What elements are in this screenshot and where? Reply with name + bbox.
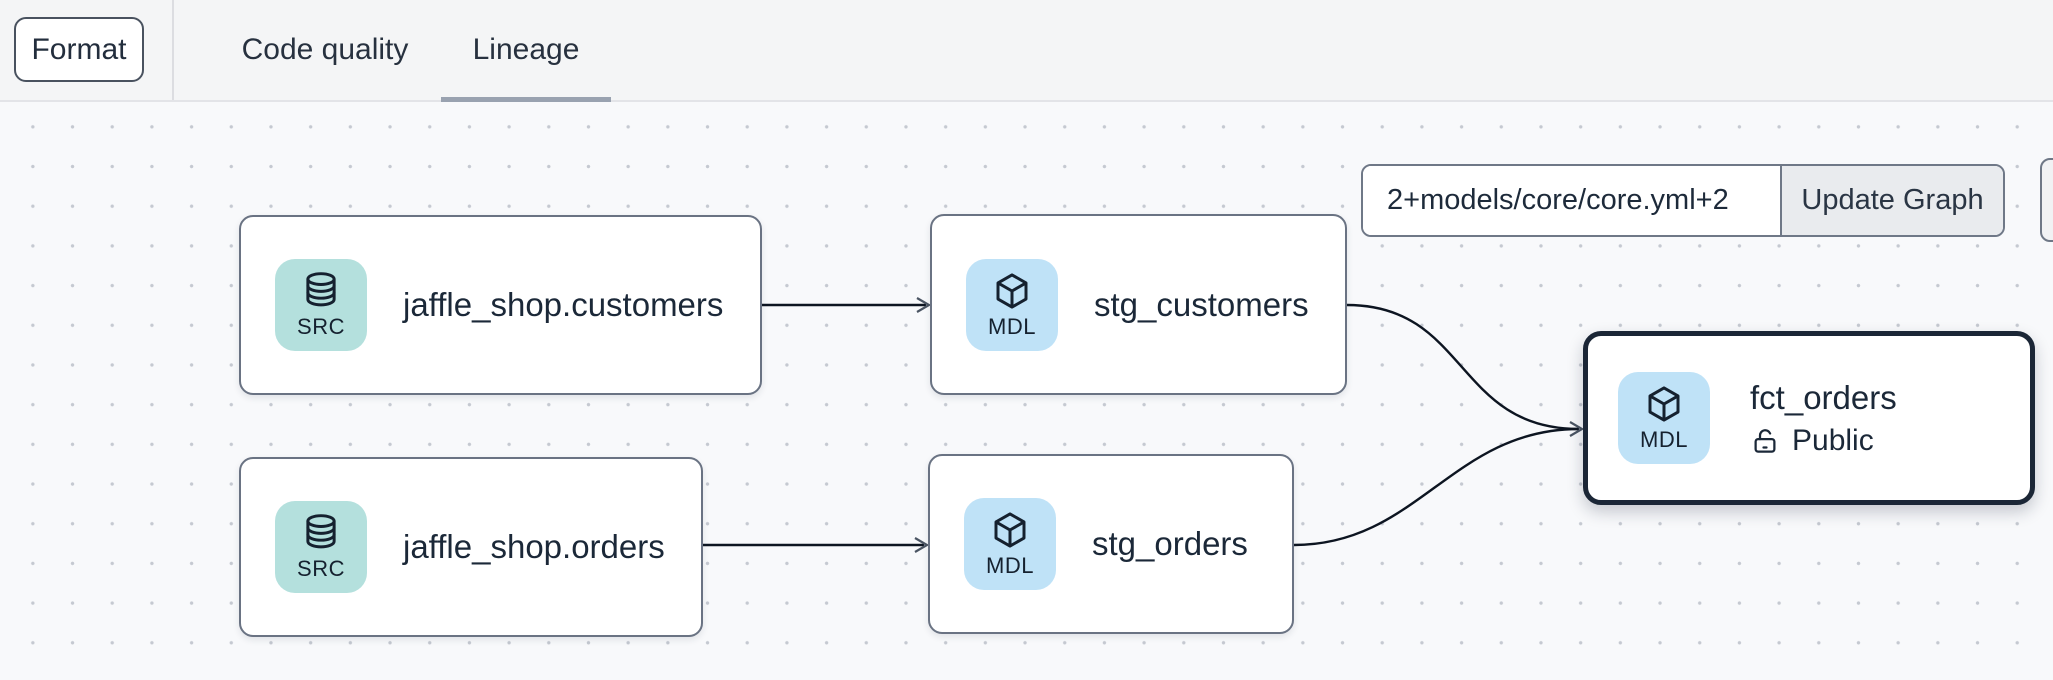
lock-open-icon — [1754, 428, 1776, 453]
clipped-right-edge-button[interactable] — [2040, 158, 2053, 242]
access-label: Public — [1792, 423, 1874, 457]
editor-header-bar: Format Code quality Lineage — [0, 0, 2053, 102]
badge-label: SRC — [297, 556, 345, 581]
tab-lineage-label: Lineage — [472, 33, 580, 66]
badge-label: MDL — [1640, 427, 1688, 452]
badge-label: SRC — [297, 314, 345, 339]
badge-label: MDL — [988, 313, 1036, 339]
edge-stgorders-to-fct — [1293, 427, 1580, 547]
tab-lineage[interactable]: Lineage — [441, 0, 611, 102]
node-label: jaffle_shop.customers — [403, 286, 724, 323]
badge-label: MDL — [986, 553, 1034, 578]
node-label: stg_orders — [1092, 525, 1248, 562]
tab-code-quality[interactable]: Code quality — [230, 0, 420, 100]
format-button[interactable]: Format — [14, 17, 144, 82]
node-label: stg_customers — [1094, 285, 1309, 323]
model-cube-icon — [1648, 386, 1680, 422]
lineage-node-jaffle-shop-customers[interactable]: SRC jaffle_shop.customers — [239, 215, 762, 395]
edge-stgcustomers-to-fct — [1346, 303, 1580, 431]
model-badge: MDL — [964, 498, 1056, 590]
lineage-node-jaffle-shop-orders[interactable]: SRC jaffle_shop.orders — [239, 457, 703, 637]
node-label: jaffle_shop.orders — [403, 528, 665, 565]
arrowhead-icon — [914, 537, 930, 553]
model-badge: MDL — [1618, 372, 1710, 464]
arrowhead-icon — [916, 297, 932, 313]
database-icon — [306, 514, 336, 549]
lineage-edges — [703, 297, 1585, 553]
active-tab-underline — [441, 97, 611, 102]
model-badge: MDL — [966, 258, 1058, 351]
lineage-node-stg-orders[interactable]: MDL stg_orders — [928, 454, 1294, 634]
lineage-node-stg-customers[interactable]: MDL stg_customers — [930, 214, 1347, 395]
model-cube-icon — [994, 512, 1026, 548]
tab-code-quality-label: Code quality — [241, 33, 409, 66]
header-divider — [172, 0, 174, 100]
node-text-column: fct_orders Public — [1750, 379, 1897, 458]
lineage-canvas[interactable]: SRC jaffle_shop.customers MDL stg_custom… — [0, 102, 2053, 680]
node-label: fct_orders — [1750, 378, 1897, 416]
source-badge: SRC — [275, 501, 367, 593]
update-graph-button[interactable]: Update Graph — [1780, 166, 2003, 235]
lineage-selector-group: Update Graph — [1361, 164, 2005, 237]
lineage-node-fct-orders[interactable]: MDL fct_orders Public — [1583, 331, 2035, 505]
database-icon — [306, 272, 336, 307]
access-row: Public — [1750, 424, 1897, 458]
arrowhead-icon — [1569, 421, 1585, 437]
model-cube-icon — [996, 272, 1028, 309]
source-badge: SRC — [275, 259, 367, 351]
lineage-selector-input[interactable] — [1363, 166, 1780, 235]
